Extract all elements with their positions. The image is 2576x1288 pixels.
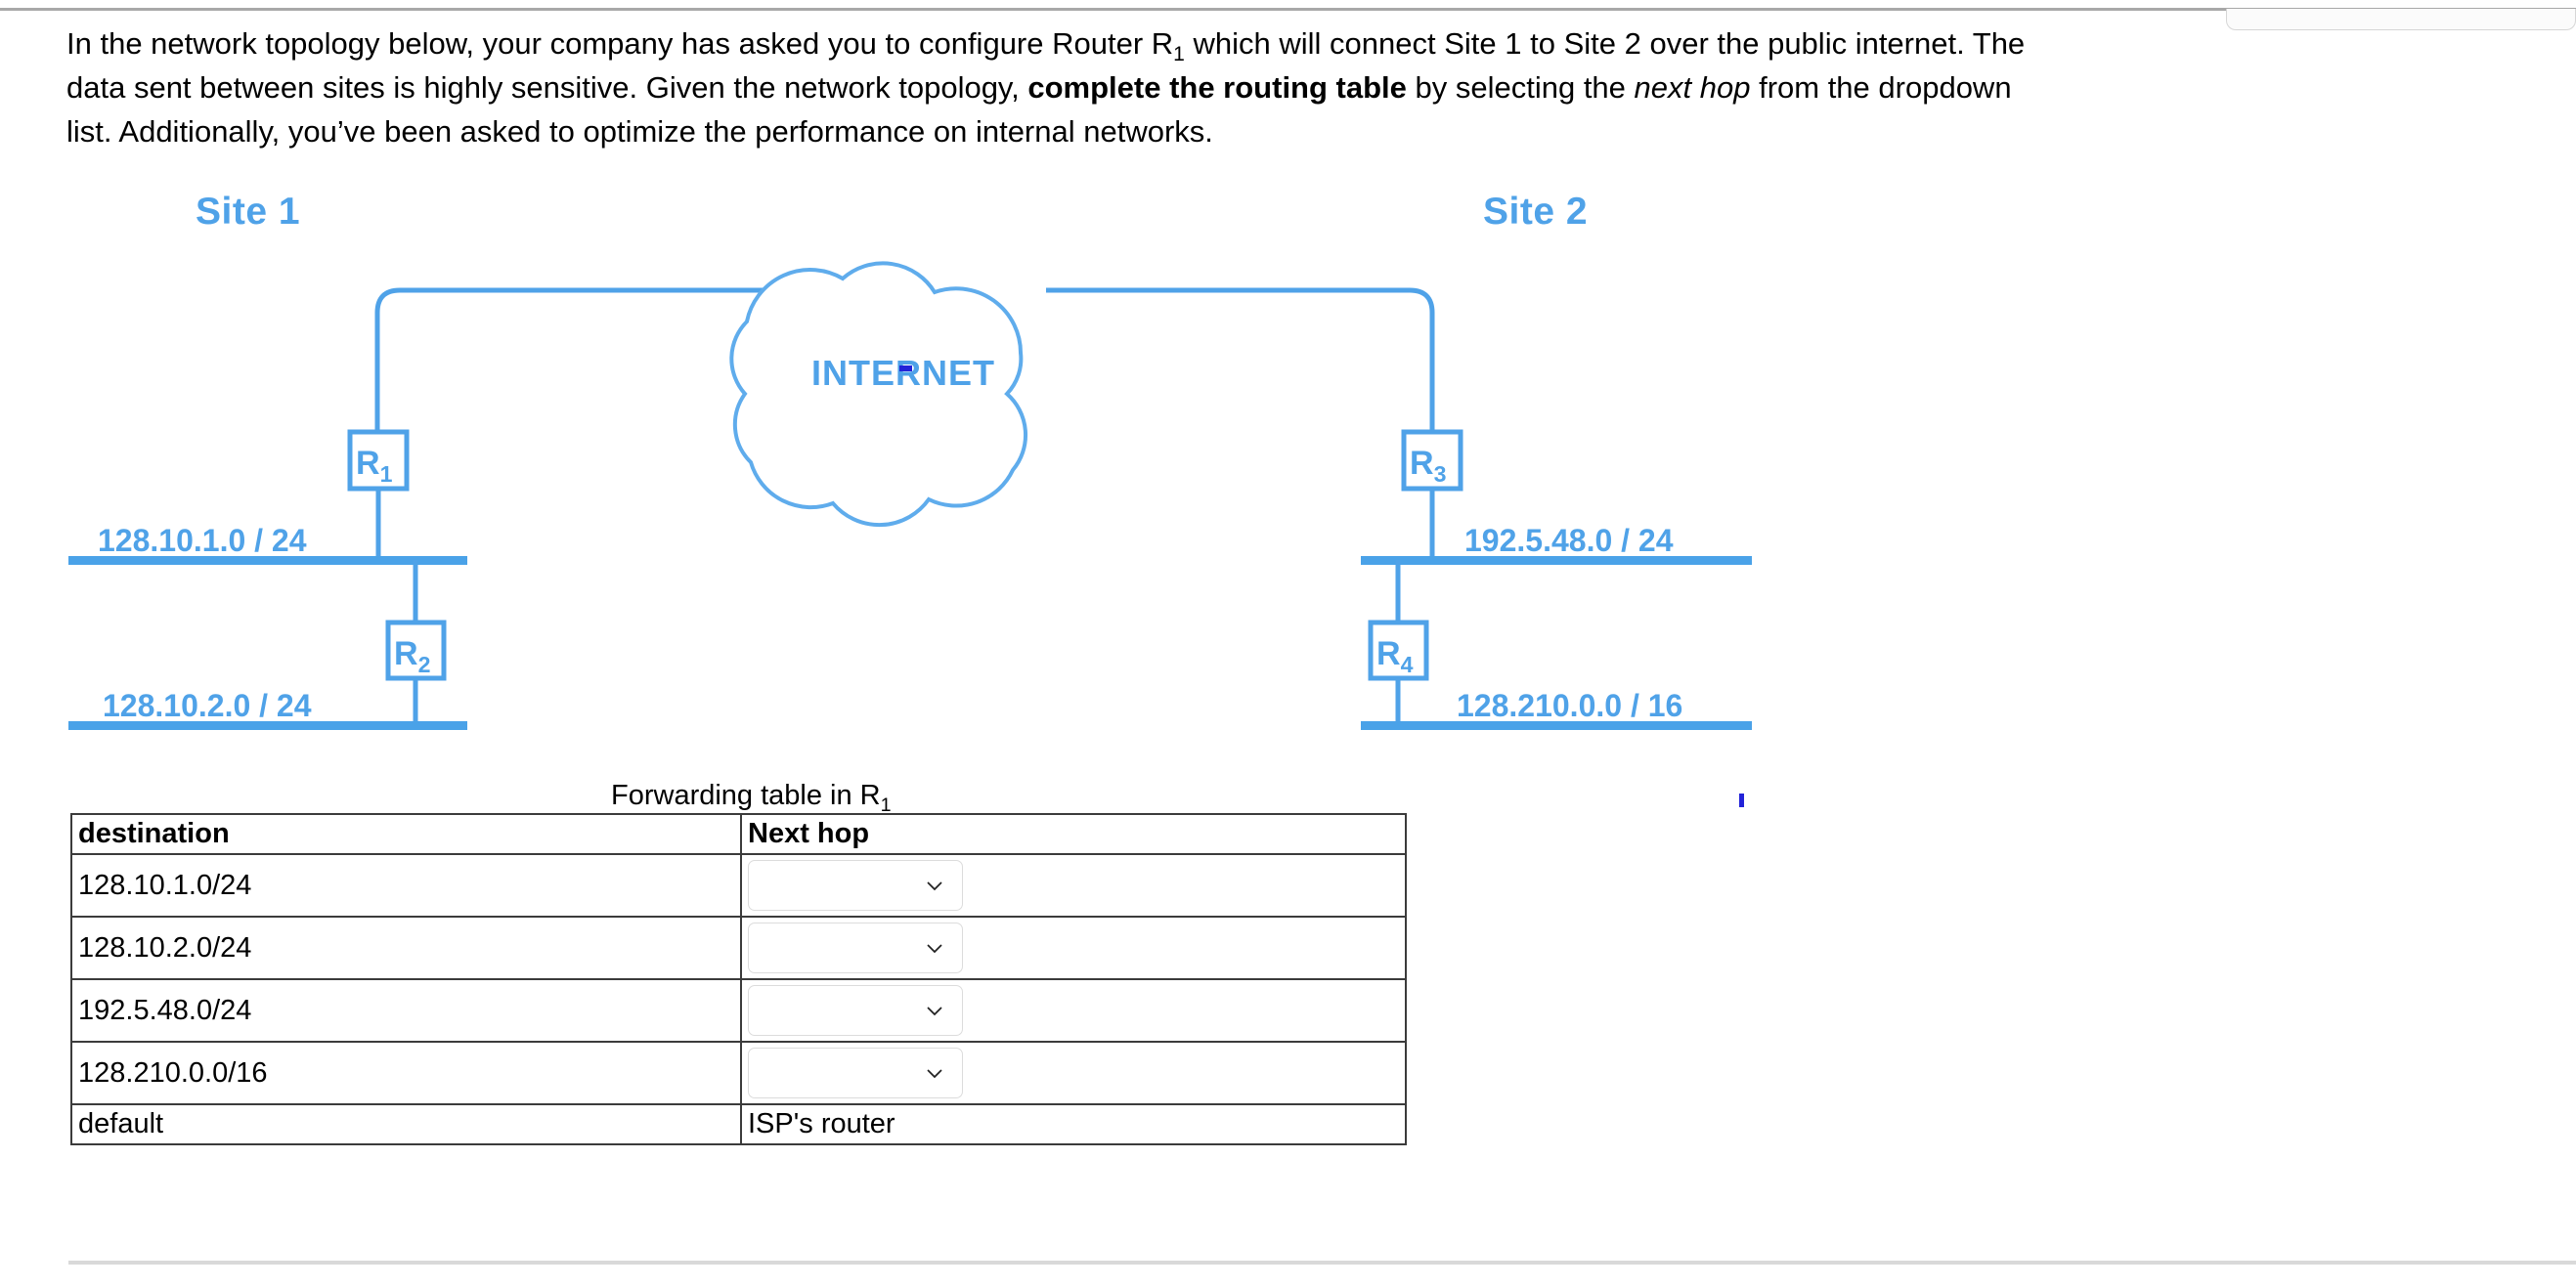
prompt-part-1: In the network topology below, your comp… xyxy=(66,26,1174,61)
prompt-italic-phrase: next hop xyxy=(1634,70,1751,105)
network-label-128-10-1-0: 128.10.1.0 / 24 xyxy=(98,523,307,558)
bus-128-10-1-0 xyxy=(68,556,467,565)
link-internet-to-r3 xyxy=(1046,287,1435,433)
network-topology-diagram: Site 1 Site 2 INTERNET 128.10.1.0 / 24 1… xyxy=(0,171,1955,807)
artifact-mark-top xyxy=(899,365,912,371)
network-label-192-5-48-0: 192.5.48.0 / 24 xyxy=(1464,523,1674,558)
question-prompt: In the network topology below, your comp… xyxy=(66,21,2051,153)
caption-text: Forwarding table in R xyxy=(611,780,881,811)
prompt-router-subscript: 1 xyxy=(1173,43,1185,66)
bus-128-210-0-0 xyxy=(1361,721,1752,730)
next-hop-dropdown-128-10-2-0[interactable] xyxy=(748,923,963,973)
table-row: default ISP's router xyxy=(70,1103,1407,1145)
browser-tab-edge xyxy=(2226,9,2576,30)
network-label-128-10-2-0: 128.10.2.0 / 24 xyxy=(103,688,312,723)
next-hop-dropdown-128-210-0-0[interactable] xyxy=(748,1048,963,1098)
bus-192-5-48-0 xyxy=(1361,556,1752,565)
cell-next-hop xyxy=(740,916,1407,980)
router-index-r2: 2 xyxy=(417,651,431,677)
cell-destination: 128.10.2.0/24 xyxy=(70,916,742,980)
chevron-down-icon xyxy=(925,1063,944,1083)
forwarding-table-caption: Forwarding table in R1 xyxy=(611,780,892,815)
prompt-part-2: which will connect Site 1 to Site 2 over… xyxy=(66,26,2026,105)
cell-destination: default xyxy=(70,1103,742,1145)
chevron-down-icon xyxy=(925,938,944,958)
prompt-bold-phrase: complete the routing table xyxy=(1027,70,1407,105)
page-bottom-divider xyxy=(68,1261,2576,1265)
router-label-r1: R1 xyxy=(356,445,392,485)
router-letter-r3: R xyxy=(1410,445,1434,482)
router-box-r4 xyxy=(1368,620,1429,681)
router-label-r2: R2 xyxy=(394,635,430,675)
artifact-mark-right xyxy=(1739,794,1744,807)
router-label-r4: R4 xyxy=(1376,635,1413,675)
header-next-hop: Next hop xyxy=(740,813,1407,855)
cell-destination: 128.210.0.0/16 xyxy=(70,1041,742,1105)
internet-cloud xyxy=(729,261,1028,528)
header-destination: destination xyxy=(70,813,742,855)
internet-cloud-label: INTERNET xyxy=(811,353,995,393)
site-2-label: Site 2 xyxy=(1483,191,1589,233)
network-label-128-210-0-0: 128.210.0.0 / 16 xyxy=(1457,688,1683,723)
table-row: 128.10.2.0/24 xyxy=(70,916,1407,980)
prompt-part-3: by selecting the xyxy=(1406,70,1635,105)
chevron-down-icon xyxy=(925,876,944,895)
router-letter-r1: R xyxy=(356,445,380,482)
prompt-part-4: from the dropdown list. Additionally, yo… xyxy=(66,70,2012,149)
cell-destination: 128.10.1.0/24 xyxy=(70,853,742,918)
next-hop-dropdown-128-10-1-0[interactable] xyxy=(748,860,963,911)
router-label-r3: R3 xyxy=(1410,445,1446,485)
router-index-r1: 1 xyxy=(379,460,393,487)
table-row: 128.10.1.0/24 xyxy=(70,853,1407,918)
forwarding-table: destination Next hop 128.10.1.0/24 128.1… xyxy=(70,813,1407,1145)
table-row: 128.210.0.0/16 xyxy=(70,1041,1407,1105)
cell-destination: 192.5.48.0/24 xyxy=(70,978,742,1043)
cell-next-hop: ISP's router xyxy=(740,1103,1407,1145)
next-hop-dropdown-192-5-48-0[interactable] xyxy=(748,985,963,1036)
chevron-down-icon xyxy=(925,1001,944,1020)
topology-svg xyxy=(68,261,1752,730)
window-top-divider xyxy=(0,8,2576,11)
cell-next-hop xyxy=(740,853,1407,918)
caption-subscript: 1 xyxy=(880,794,892,816)
bus-128-10-2-0 xyxy=(68,721,467,730)
cell-next-hop xyxy=(740,978,1407,1043)
site-1-label: Site 1 xyxy=(196,191,301,233)
table-row: 192.5.48.0/24 xyxy=(70,978,1407,1043)
router-letter-r2: R xyxy=(394,635,418,672)
router-index-r4: 4 xyxy=(1400,651,1414,677)
router-index-r3: 3 xyxy=(1433,460,1447,487)
cell-next-hop xyxy=(740,1041,1407,1105)
router-letter-r4: R xyxy=(1376,635,1401,672)
link-r1-to-internet xyxy=(374,287,772,433)
table-header-row: destination Next hop xyxy=(70,813,1407,855)
